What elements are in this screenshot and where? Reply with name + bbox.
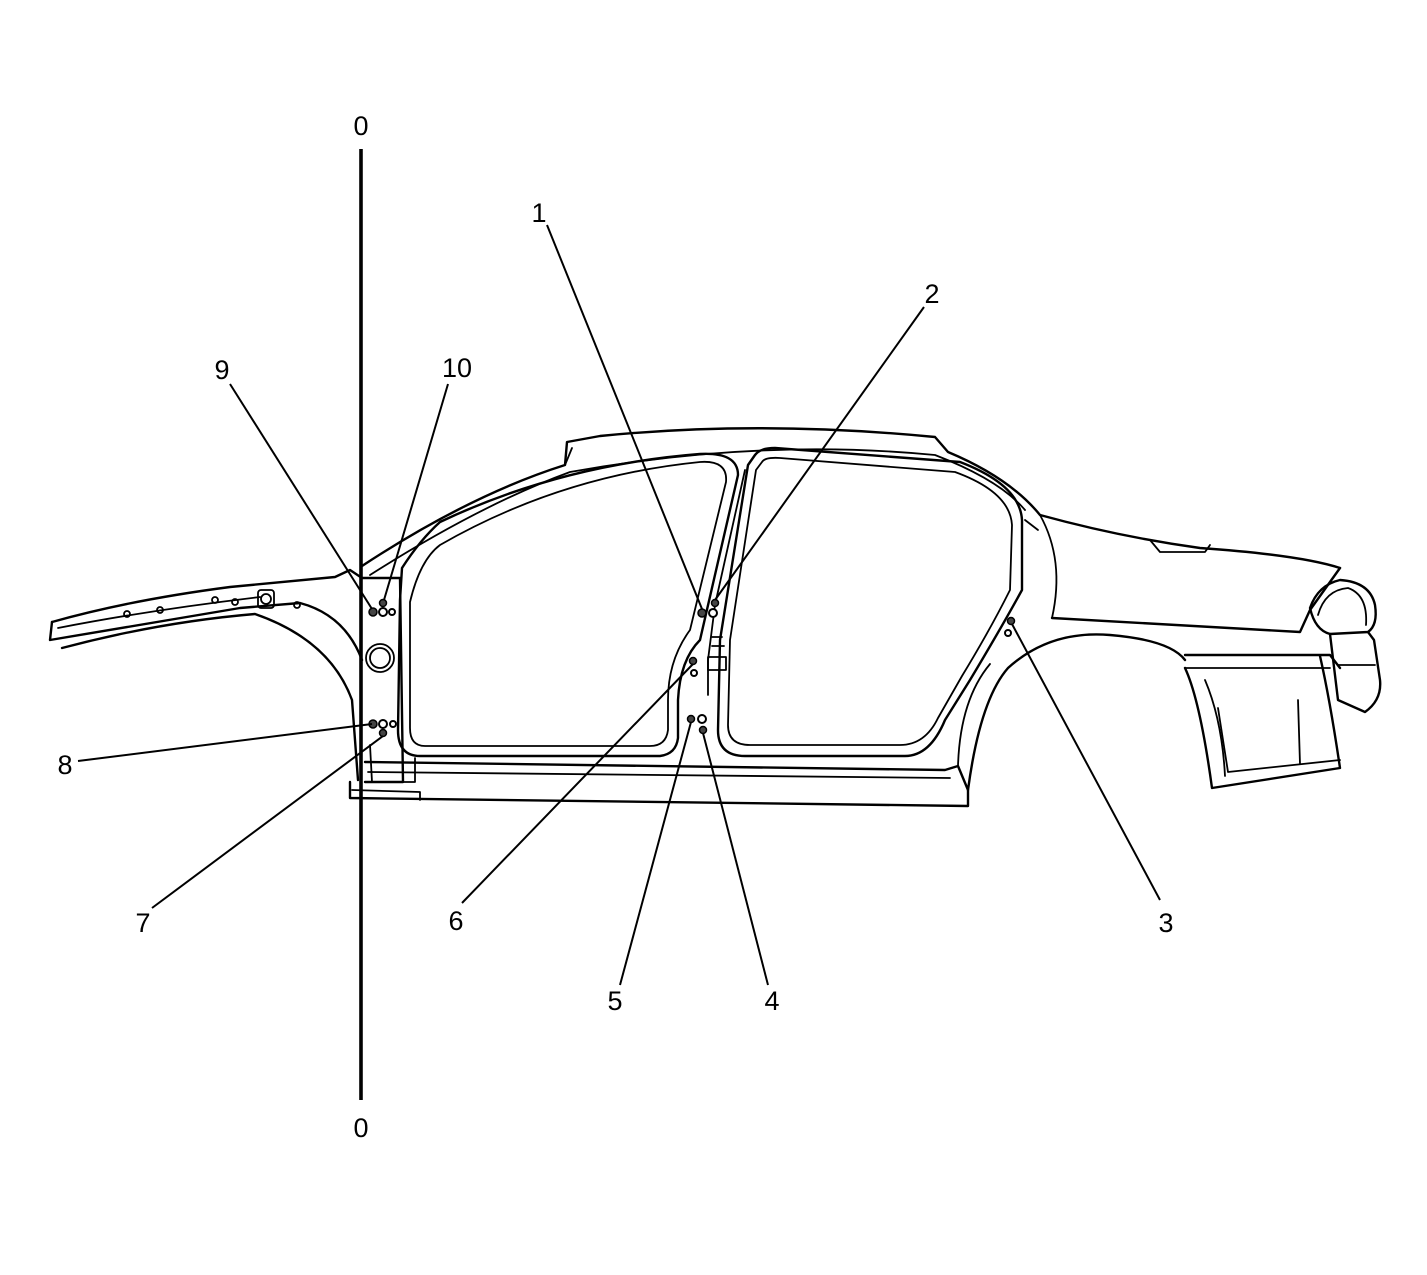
- leader-7: [151, 735, 384, 909]
- callout-5: 5: [607, 986, 622, 1016]
- callout-1: 1: [531, 198, 546, 228]
- callout-2: 2: [924, 279, 939, 309]
- callout-4: 4: [764, 986, 779, 1016]
- vehicle-body-side: [48, 427, 1382, 808]
- leader-1: [546, 224, 703, 610]
- leader-5: [619, 721, 692, 986]
- callout-3: 3: [1158, 908, 1173, 938]
- reference-holes: [368, 598, 1016, 738]
- callout-8: 8: [57, 750, 72, 780]
- callout-labels: 1 2 3 4 5 6 7 8 9 10: [57, 198, 1173, 1016]
- reference-label-top: 0: [353, 111, 368, 141]
- leader-2: [714, 306, 925, 601]
- leader-10: [383, 383, 449, 601]
- callout-leaders: [77, 224, 1161, 986]
- callout-6: 6: [448, 906, 463, 936]
- leader-8: [77, 723, 373, 762]
- callout-7: 7: [135, 908, 150, 938]
- callout-10: 10: [442, 353, 472, 383]
- leader-4: [702, 732, 769, 986]
- callout-9: 9: [214, 355, 229, 385]
- reference-label-bottom: 0: [353, 1113, 368, 1143]
- leader-3: [1011, 623, 1161, 901]
- leader-9: [229, 383, 373, 610]
- leader-6: [461, 663, 694, 904]
